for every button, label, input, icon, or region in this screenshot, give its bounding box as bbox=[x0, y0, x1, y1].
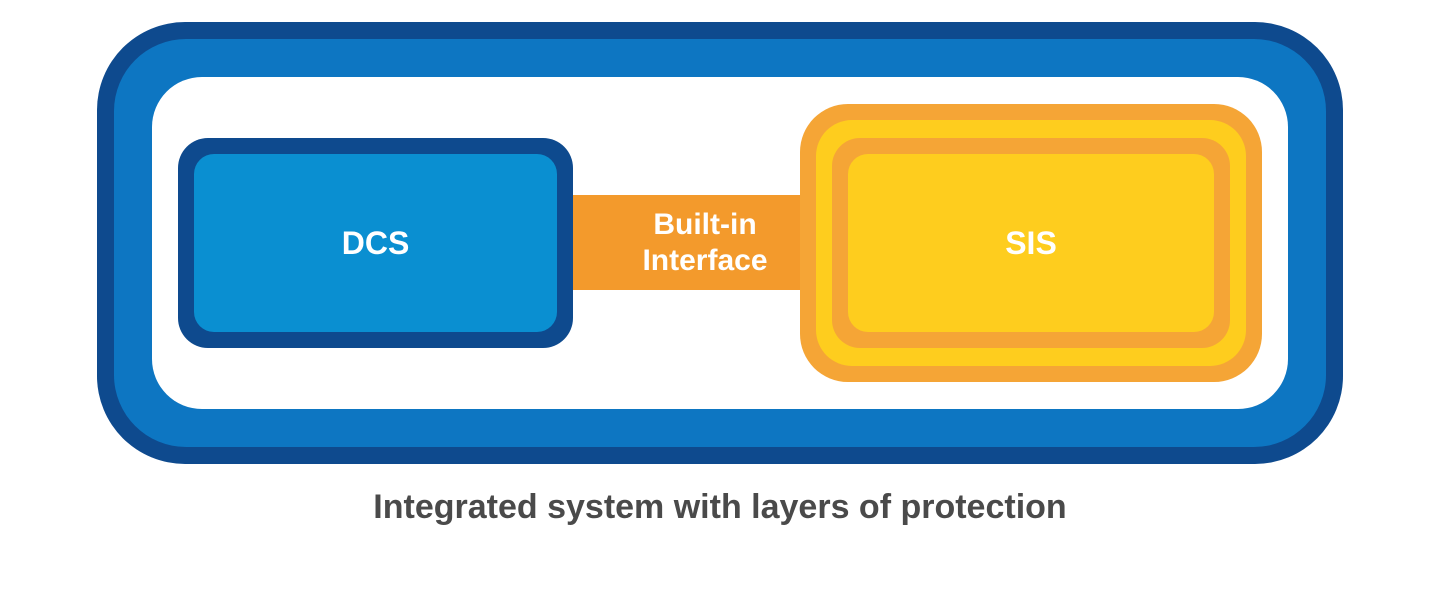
dcs-block-inner: DCS bbox=[194, 154, 557, 332]
sis-block-inner: SIS bbox=[848, 154, 1214, 332]
sis-protection-layer-1: SIS bbox=[816, 120, 1246, 366]
sis-protection-layer-2: SIS bbox=[832, 138, 1230, 348]
sis-block: SIS bbox=[800, 104, 1262, 382]
interface-label-line2: Interface bbox=[642, 243, 768, 277]
dcs-label: DCS bbox=[341, 224, 410, 261]
interface-label-line1: Built-in bbox=[653, 207, 757, 241]
sis-label: SIS bbox=[1005, 224, 1057, 261]
diagram-caption: Integrated system with layers of protect… bbox=[373, 488, 1067, 526]
dcs-block: DCS bbox=[178, 138, 573, 348]
